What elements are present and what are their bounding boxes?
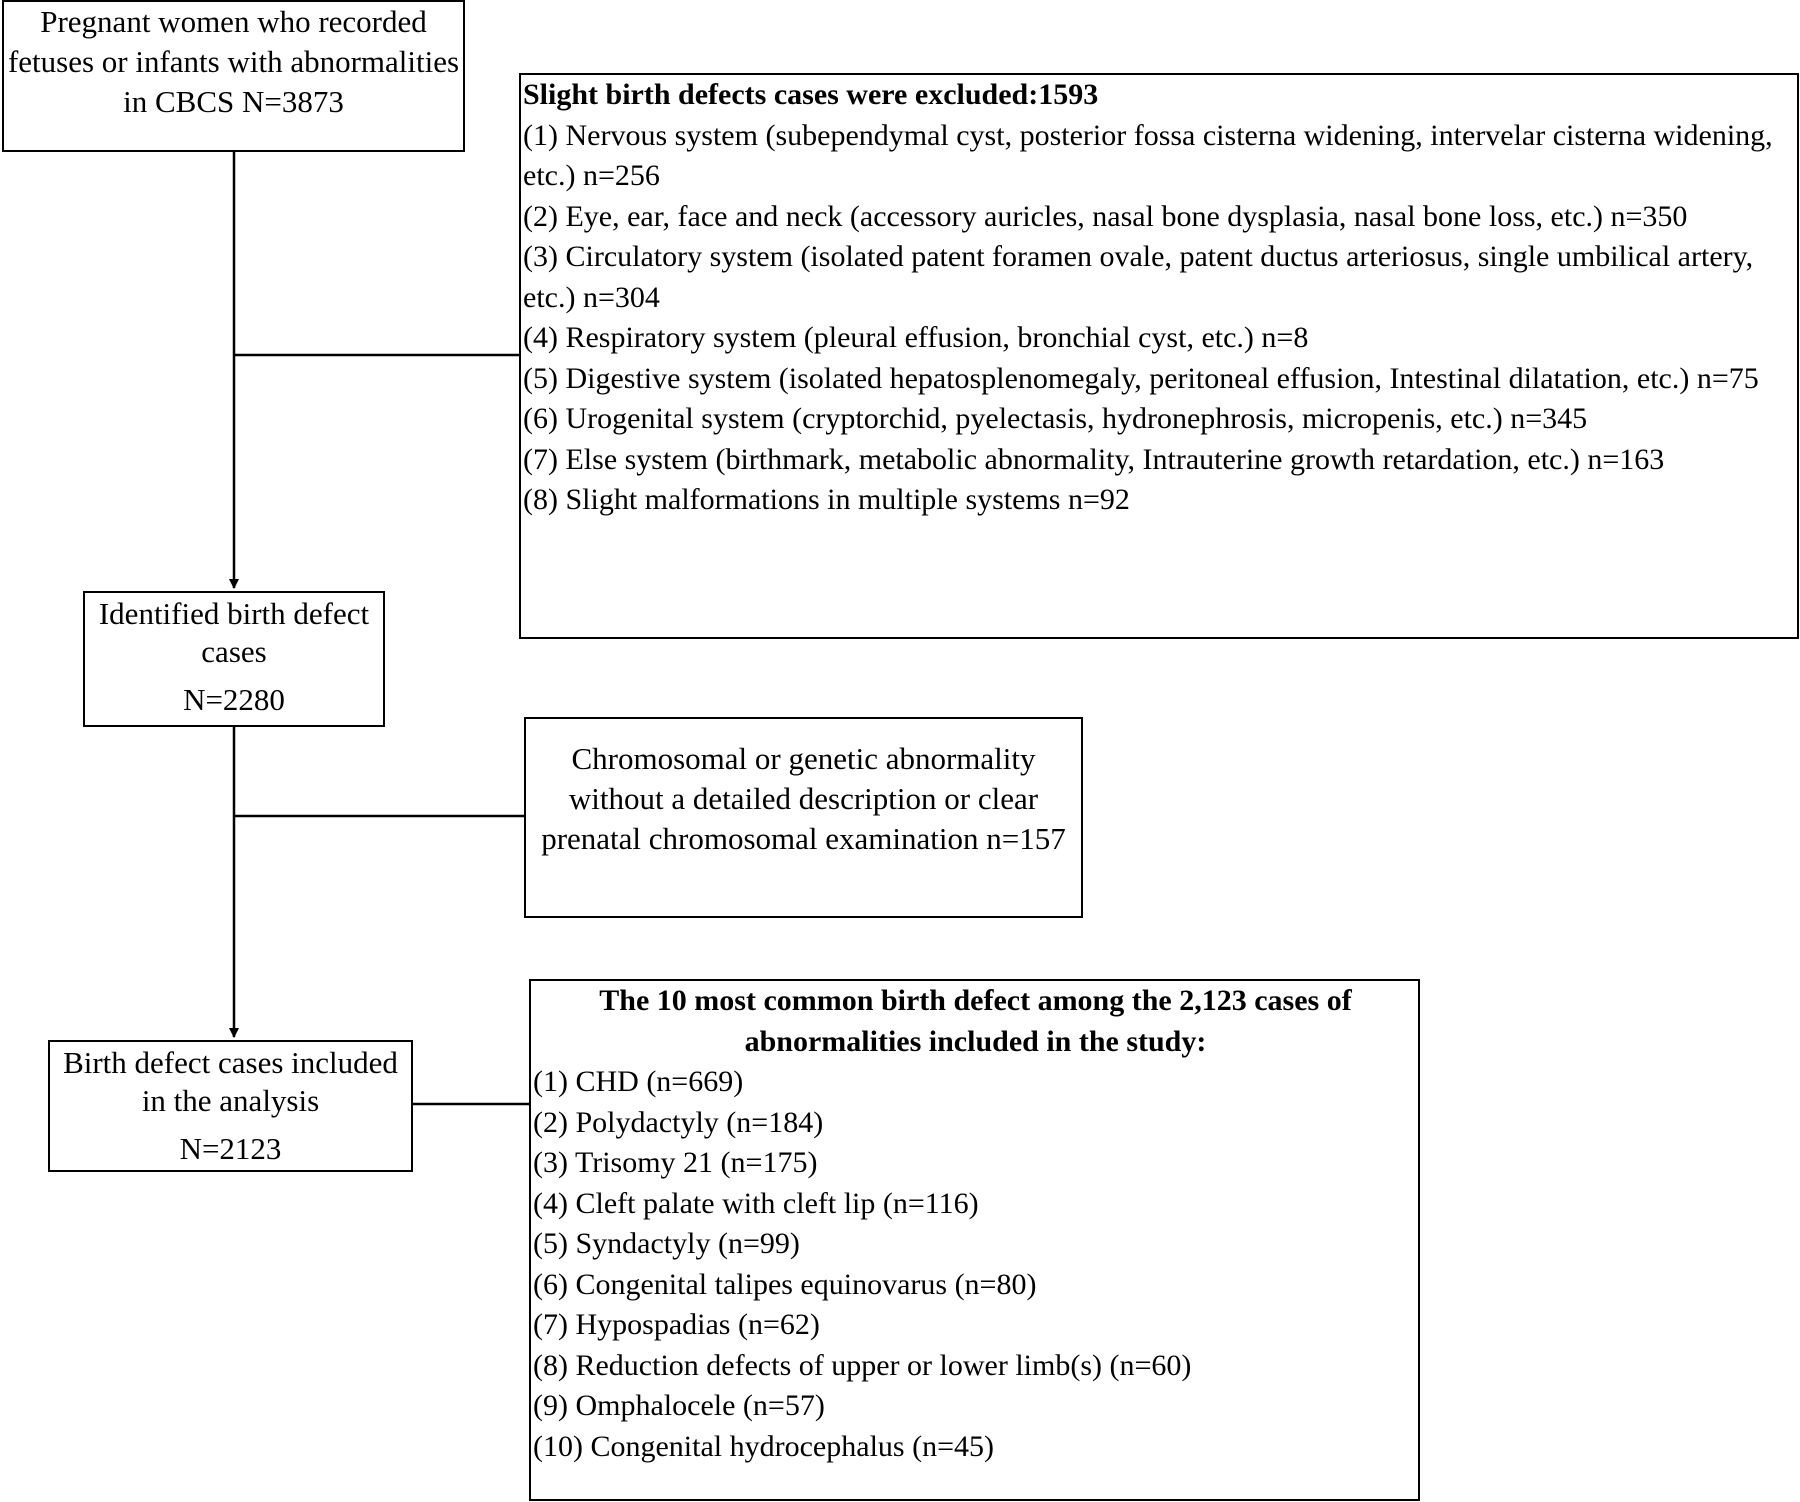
included-line-2: included in the analysis [141, 1045, 398, 1118]
top10-item: (7) Hypospadias (n=62) [533, 1308, 820, 1341]
excluded-item: (3) Circulatory system (isolated patent … [523, 240, 1754, 314]
chromosomal-line-3: prenatal chromosomal examination [541, 821, 979, 856]
top10-item: (1) CHD (n=669) [533, 1065, 744, 1098]
included-line-1: Birth defect cases [63, 1045, 284, 1080]
excluded-slight-defects-box: Slight birth defects cases were excluded… [519, 73, 1799, 639]
excluded-item: (8) Slight malformations in multiple sys… [523, 483, 1130, 516]
top10-item: (2) Polydactyly (n=184) [533, 1105, 824, 1139]
excluded-item: (6) Urogenital system (cryptorchid, pyel… [523, 402, 1588, 435]
identified-count: N=2280 [183, 682, 285, 717]
included-cases-box: Birth defect cases included in the analy… [48, 1040, 413, 1172]
top10-item: (10) Congenital hydrocephalus (n=45) [533, 1429, 994, 1463]
chromosomal-excluded-box: Chromosomal or genetic abnormality witho… [524, 717, 1083, 918]
top10-item: (8) Reduction defects of upper or lower … [533, 1348, 1192, 1382]
top10-heading: The 10 most common birth defect among th… [599, 984, 1352, 1058]
included-count: N=2123 [179, 1131, 282, 1166]
initial-line-3: abnormalities in CBCS [123, 44, 460, 119]
initial-line-2: fetuses or infants with [7, 44, 283, 79]
identified-line-2: defect cases [201, 596, 370, 669]
top10-item: (6) Congenital talipes equinovarus (n=80… [533, 1267, 1037, 1301]
excluded-item: (1) Nervous system (subependymal cyst, p… [523, 118, 1773, 193]
chromosomal-line-2: without a detailed description or clear [568, 781, 1039, 816]
top10-item: (4) Cleft palate with cleft lip (n=116) [533, 1186, 979, 1220]
initial-cohort-box: Pregnant women who recorded fetuses or i… [2, 0, 465, 152]
top10-item: (3) Trisomy 21 (n=175) [533, 1146, 818, 1179]
chromosomal-line-1: Chromosomal or genetic abnormality [571, 741, 1036, 776]
excluded-item: (5) Digestive system (isolated hepatospl… [523, 361, 1759, 395]
top10-item: (9) Omphalocele (n=57) [533, 1389, 825, 1422]
identified-cases-box: Identified birth defect cases N=2280 [83, 591, 385, 727]
excluded-item: (7) Else system (birthmark, metabolic ab… [523, 442, 1665, 476]
excluded-item: (2) Eye, ear, face and neck (accessory a… [523, 199, 1688, 233]
excluded-heading: Slight birth defects cases were excluded… [523, 78, 1099, 111]
top10-item: (5) Syndactyly (n=99) [533, 1227, 800, 1260]
initial-line-1: Pregnant women who recorded [40, 4, 427, 39]
chromosomal-count: n=157 [986, 821, 1066, 856]
excluded-item: (4) Respiratory system (pleural effusion… [523, 321, 1309, 354]
initial-count: N=3873 [242, 84, 344, 119]
identified-line-1: Identified birth [98, 596, 286, 631]
top10-defects-box: The 10 most common birth defect among th… [529, 979, 1420, 1501]
